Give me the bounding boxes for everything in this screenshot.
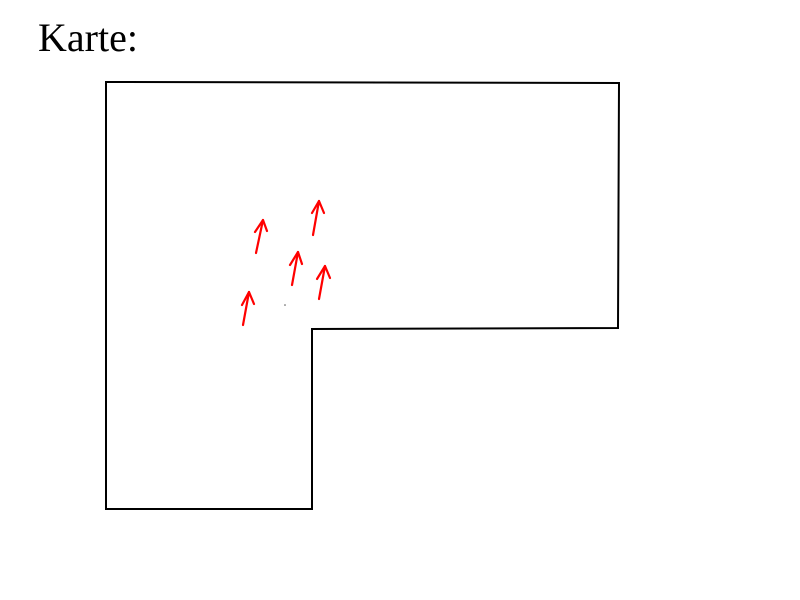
page-title: Karte: <box>38 15 138 60</box>
stray-dot <box>284 304 286 306</box>
arrow-up-icon <box>288 250 304 287</box>
map-outline <box>105 80 621 510</box>
arrow-up-icon <box>310 199 326 237</box>
arrow-up-icon <box>253 218 269 255</box>
arrow-up-icon <box>240 290 256 327</box>
arrow-up-icon <box>315 264 332 301</box>
